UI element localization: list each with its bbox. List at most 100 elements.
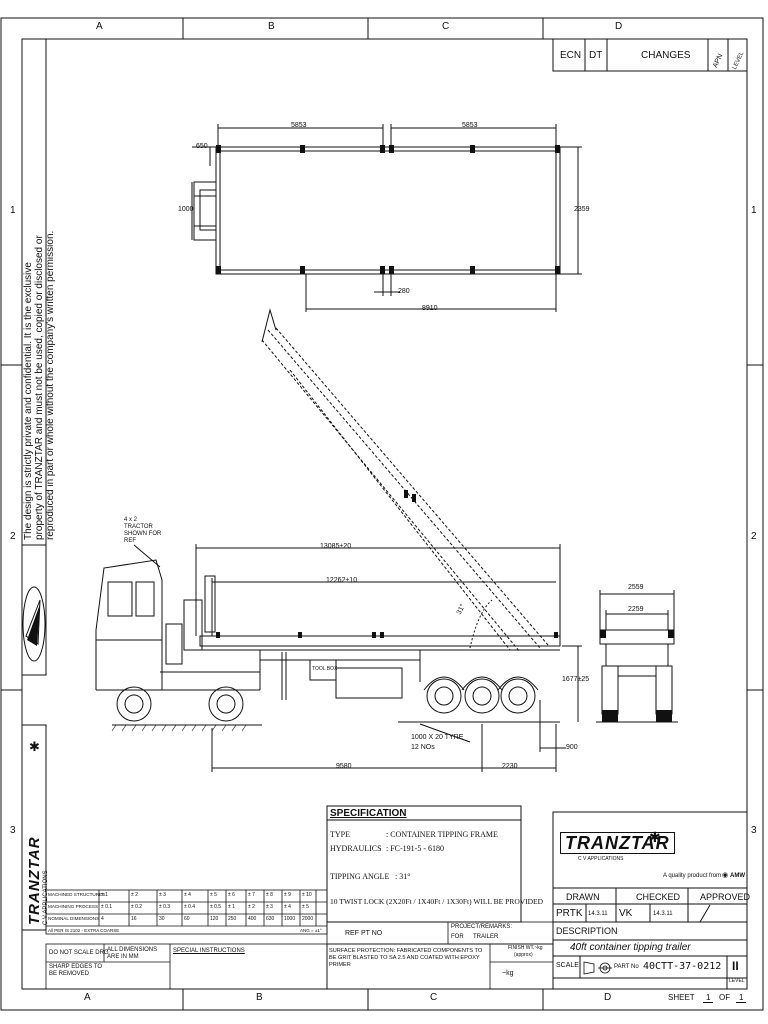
left-brand-name: TRANZTAR <box>26 836 43 925</box>
tolerance-machining-process-cell-6: ± 1 <box>228 904 235 910</box>
dim-height: 1677±25 <box>562 676 590 683</box>
quality-statement: A quality product from <box>663 873 722 879</box>
rev-dt-header: DT <box>589 50 603 61</box>
amw-brand: AMW <box>730 873 745 879</box>
tolerance-machining-process-cell-10: ± 5 <box>302 904 309 910</box>
tolerance-machined-structures-cell-6: ± 6 <box>228 892 235 898</box>
left-brand-star-icon: ✱ <box>29 739 40 754</box>
dim-width: 2359 <box>574 206 590 213</box>
dim-kingpin: 1000 <box>178 206 194 213</box>
sheet-number: 1 <box>703 994 714 1003</box>
spec-row-value-hydraulics: : FC-191-5 - 6180 <box>386 844 444 853</box>
dim-overall-length: 13085±20 <box>320 543 352 550</box>
tolerance-nominal-dimensions-cell-4: 60 <box>184 916 190 922</box>
dim-gap: 280 <box>398 288 410 295</box>
tractor-note-line-4: REF <box>124 538 136 544</box>
dim-front-overhang: 650 <box>196 143 208 150</box>
zone-col-c-top: C <box>442 21 450 32</box>
tyre-note-line-2: 12 NOs <box>411 744 435 751</box>
title-logo-text: TRANZTAR <box>560 832 675 854</box>
tolerance-machined-structures-cell-1: ± 1 <box>101 892 108 898</box>
dim-top-left-length: 5853 <box>291 122 307 129</box>
tolerance-footer-right: ANG = ±1° <box>300 928 322 933</box>
tolerance-machining-process-cell-8: ± 3 <box>266 904 273 910</box>
project-value: TRAILER <box>473 934 499 940</box>
dim-rear-overhang: 900 <box>566 744 578 751</box>
tractor-note-line-1: 4 x 2 <box>124 517 138 523</box>
confidential-line-1: The design is strictly private and confi… <box>23 262 34 540</box>
spec-row-label-hydraulics: HYDRAULICS <box>330 844 382 853</box>
tolerance-machining-process-cell-3: ± 0.3 <box>159 904 171 910</box>
tolerance-machined-structures-cell-3: ± 3 <box>159 892 166 898</box>
sheet-total: 1 <box>736 994 747 1003</box>
tolerance-nominal-dimensions-cell-9: 1000 <box>284 916 296 922</box>
confidential-line-3: reproduced in part or whole without the … <box>45 230 56 540</box>
confidential-line-2: property of TRANZTAR and must not be use… <box>34 235 45 540</box>
zone-row-1-left: 1 <box>10 205 16 216</box>
tyre-note-line-1: 1000 X 20 TYRE <box>411 734 464 741</box>
tolerance-machining-process-cell-0: MACHINING PROCESS <box>48 904 99 909</box>
tolerance-machined-structures-cell-0: MACHINED STRUCTURES <box>48 892 106 897</box>
dim-top-right-length: 5853 <box>462 122 478 129</box>
part-no-value: 40CTT-37-0212 <box>643 961 722 972</box>
tractor-note-line-2: TRACTOR <box>124 524 153 530</box>
description-value: 40ft container tipping trailer <box>570 942 691 953</box>
tolerance-machining-process-cell-1: ± 0.1 <box>101 904 113 910</box>
part-no-label: PART No <box>614 964 639 970</box>
checked-date: 14.3.11 <box>653 911 673 917</box>
zone-row-3-right: 3 <box>751 825 757 836</box>
surface-protection-note: SURFACE PROTECTION: FABRICATED COMPONENT… <box>329 948 483 968</box>
zone-col-b-bottom: B <box>256 992 263 1003</box>
tolerance-nominal-dimensions-cell-10: 2000 <box>302 916 314 922</box>
title-logo: TRANZTAR C V APPLICATIONS <box>560 832 675 862</box>
checked-by: VK <box>619 908 633 919</box>
tolerance-nominal-dimensions-cell-5: 120 <box>210 916 219 922</box>
finish-weight-label: FINISH WT.~kg <box>508 945 543 951</box>
tolerance-nominal-dimensions-cell-0: NOMINAL DIMENSIONS <box>48 916 100 921</box>
tolerance-machining-process-cell-9: ± 4 <box>284 904 291 910</box>
tolerance-nominal-dimensions-cell-7: 400 <box>248 916 257 922</box>
zone-col-a-top: A <box>96 21 103 32</box>
left-brand-vertical: TRANZTAR C V APPLICATIONS <box>26 725 49 925</box>
drawn-label: DRAWN <box>566 892 600 902</box>
ref-pt-no-label: REF PT NO <box>345 930 383 937</box>
tolerance-machined-structures-cell-5: ± 5 <box>210 892 217 898</box>
rev-changes-header: CHANGES <box>641 50 691 61</box>
level-value: II <box>732 959 739 973</box>
spec-heading: SPECIFICATION <box>330 808 407 819</box>
tolerance-machined-structures-cell-10: ± 10 <box>302 892 312 898</box>
scale-label: SCALE <box>556 962 579 969</box>
confidentiality-notice: The design is strictly private and confi… <box>23 40 56 540</box>
tolerance-machined-structures-cell-8: ± 8 <box>266 892 273 898</box>
spec-row-label-type: TYPE <box>330 830 350 839</box>
dim-wheelbase: 9580 <box>336 763 352 770</box>
tolerance-machining-process-cell-2: ± 0.2 <box>131 904 143 910</box>
sheet-label: SHEET <box>668 993 695 1002</box>
tolerance-nominal-dimensions-cell-8: 630 <box>266 916 275 922</box>
note-dims-in-mm: ALL DIMENSIONS ARE IN MM <box>107 947 158 960</box>
tolerance-machining-process-cell-7: ± 2 <box>248 904 255 910</box>
zone-row-2-right: 2 <box>751 531 757 542</box>
note-sharp-edges: SHARP EDGES TO BE REMOVED <box>49 964 103 977</box>
zone-row-3-left: 3 <box>10 825 16 836</box>
tolerance-machined-structures-cell-9: ± 9 <box>284 892 291 898</box>
finish-weight-value: ~kg <box>502 970 514 977</box>
title-logo-star-icon: ✱ <box>649 829 661 845</box>
rev-ecn-header: ECN <box>560 50 582 61</box>
tool-box-label: TOOL BOX <box>312 666 338 672</box>
tolerance-machining-process-cell-4: ± 0.4 <box>184 904 196 910</box>
spec-note: 10 TWIST LOCK (2X20Ft / 1X40Ft / 1X30Ft)… <box>330 897 544 906</box>
finish-weight-approx: (approx) <box>514 952 533 958</box>
dim-rear-outer-width: 2559 <box>628 584 644 591</box>
spec-row-value-tipping: : 31° <box>395 872 411 881</box>
dim-axle-spread: 2230 <box>502 763 518 770</box>
level-label: LEVEL <box>729 978 745 984</box>
tolerance-machined-structures-cell-7: ± 7 <box>248 892 255 898</box>
tolerance-footer-left: All PER IS 2102 - EXTRA COARSE <box>48 928 120 933</box>
amw-logo-icon: ◉ <box>722 872 729 879</box>
zone-row-2-left: 2 <box>10 531 16 542</box>
zone-col-a-bottom: A <box>84 992 91 1003</box>
tolerance-nominal-dimensions-cell-1: 4 <box>101 916 104 922</box>
tolerance-machined-structures-cell-4: ± 4 <box>184 892 191 898</box>
of-label: OF <box>719 993 731 1002</box>
